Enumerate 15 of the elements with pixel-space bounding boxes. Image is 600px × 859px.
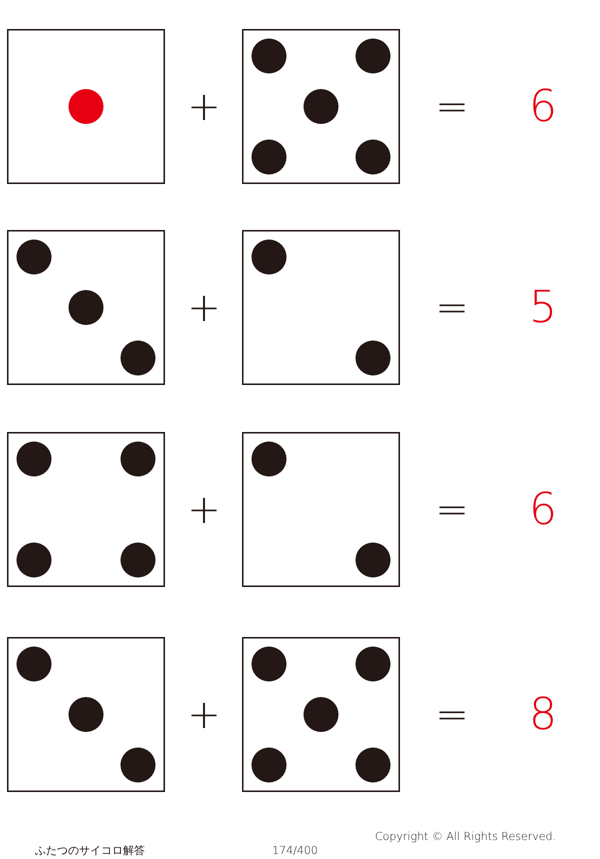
plus-sign: + [187, 694, 221, 734]
answer-number: 8 [529, 692, 557, 736]
equals-sign: = [435, 288, 469, 328]
equals-sign: = [435, 490, 469, 530]
plus-sign: + [187, 288, 221, 328]
plus-sign: + [187, 490, 221, 530]
plus-sign: + [187, 86, 221, 126]
equals-sign: = [435, 86, 469, 126]
worksheet-title: ふたつのサイコロ解答 [35, 844, 145, 856]
page-number: 174/400 [272, 844, 318, 856]
equals-sign: = [435, 694, 469, 734]
answer-number: 6 [529, 488, 557, 532]
copyright-notice: Copyright © All Rights Reserved. [374, 830, 556, 842]
answer-number: 6 [529, 84, 557, 128]
answer-number: 5 [529, 286, 557, 330]
